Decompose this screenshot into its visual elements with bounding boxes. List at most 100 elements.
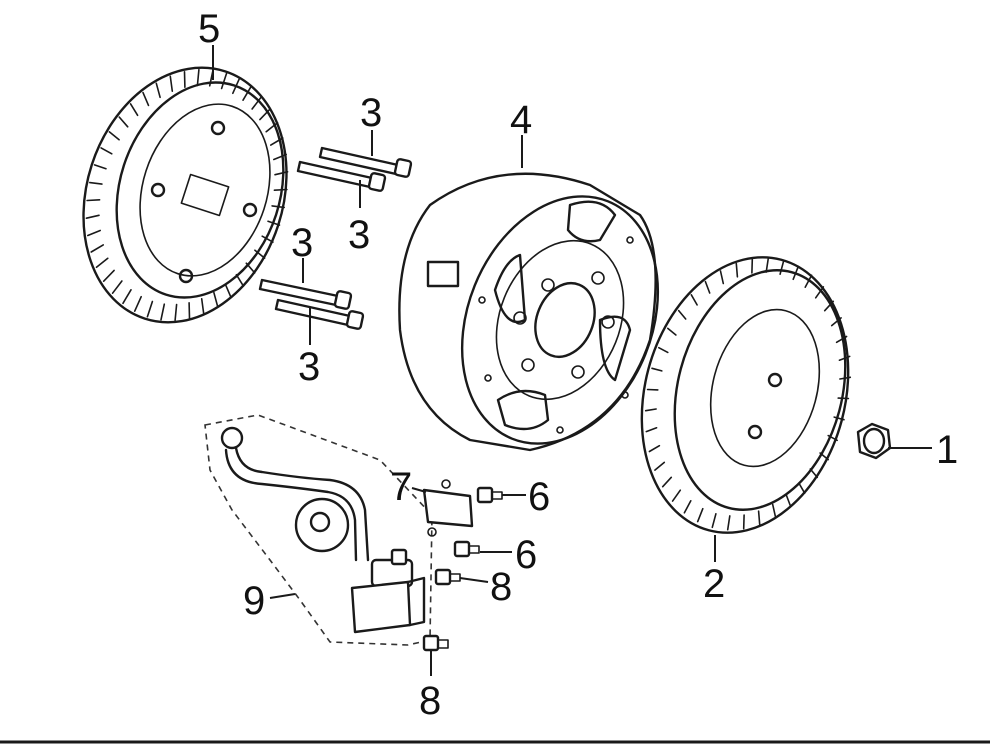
part-4-flywheel-housing <box>398 172 660 452</box>
fin-stroke <box>644 408 657 412</box>
fin-stroke <box>89 181 103 185</box>
fin-stroke <box>274 171 289 176</box>
fin-stroke <box>835 335 848 344</box>
fin-stroke <box>830 317 842 327</box>
fin-stroke <box>100 147 113 155</box>
fin-stroke <box>666 327 677 336</box>
fin-stroke <box>271 205 286 209</box>
fin-stroke <box>704 280 711 294</box>
fin-stroke <box>657 346 669 354</box>
fin-stroke <box>819 452 830 461</box>
fin-stroke <box>648 444 661 453</box>
part-6-screws <box>453 486 503 558</box>
callout-8-lower: 8 <box>419 679 441 723</box>
callout-6-bottom: 6 <box>515 533 537 577</box>
fin-stroke <box>213 291 219 308</box>
fin-stroke <box>200 297 205 315</box>
fin-stroke <box>771 503 777 518</box>
fin-stroke <box>683 499 692 514</box>
fin-stroke <box>273 188 288 191</box>
fin-stroke <box>671 489 682 502</box>
fin-stroke <box>93 164 107 170</box>
part-9-ignition-coil-group <box>204 414 433 646</box>
fin-stroke <box>133 295 142 313</box>
fin-stroke <box>259 108 272 121</box>
fin-stroke <box>804 274 813 289</box>
fin-stroke <box>142 91 150 107</box>
callout-2: 2 <box>703 562 725 606</box>
fin-stroke <box>224 283 232 299</box>
part-2-cooling-fan <box>640 256 852 534</box>
callout-3-lower-mid: 3 <box>291 221 313 265</box>
fin-stroke <box>155 82 161 99</box>
fin-stroke <box>95 257 109 269</box>
fin-stroke <box>272 153 288 161</box>
fin-stroke <box>90 244 104 253</box>
fin-stroke <box>719 270 725 285</box>
fin-stroke <box>261 235 274 243</box>
fin-stroke <box>814 286 825 299</box>
fin-stroke <box>108 131 120 141</box>
fin-stroke <box>690 293 698 306</box>
callout-5: 5 <box>198 7 220 51</box>
fin-stroke <box>122 288 132 305</box>
fin-stroke <box>129 103 139 117</box>
fin-stroke <box>696 507 704 523</box>
fin-stroke <box>265 121 279 133</box>
fin-stroke <box>645 426 658 433</box>
fin-stroke <box>169 75 174 92</box>
callout-6-top: 6 <box>528 475 550 519</box>
fin-stroke <box>86 199 101 202</box>
part-3-bolts <box>258 146 413 330</box>
fin-stroke <box>798 482 806 495</box>
fin-stroke <box>87 229 101 237</box>
fin-stroke <box>827 434 839 442</box>
fin-stroke <box>111 280 123 295</box>
callout-7: 7 <box>390 465 412 509</box>
part-5-finned-rotor <box>82 66 289 324</box>
fin-stroke <box>839 376 852 380</box>
fin-stroke <box>757 510 761 526</box>
part-7-pickup-sensor <box>422 479 474 537</box>
fin-stroke <box>102 269 115 283</box>
leader-lines <box>212 45 932 676</box>
fin-stroke <box>251 96 263 110</box>
fin-stroke <box>220 72 228 90</box>
fin-stroke <box>765 257 770 273</box>
fin-stroke <box>85 214 100 219</box>
fin-stroke <box>651 367 663 372</box>
fin-stroke <box>245 262 256 274</box>
fin-stroke <box>174 303 178 322</box>
fin-stroke <box>654 461 666 471</box>
callout-3-bottom: 3 <box>298 345 320 389</box>
part-8-bolts <box>422 568 461 652</box>
fin-stroke <box>779 259 785 276</box>
callout-1: 1 <box>936 428 958 472</box>
fin-stroke <box>833 416 845 421</box>
fin-stroke <box>196 68 200 87</box>
fin-stroke <box>677 309 687 320</box>
callout-9: 9 <box>243 579 265 623</box>
callout-3-upper-mid: 3 <box>348 213 370 257</box>
callout-8-upper: 8 <box>490 565 512 609</box>
fin-stroke <box>838 355 851 362</box>
fin-stroke <box>792 265 800 281</box>
fin-stroke <box>146 300 154 318</box>
fin-stroke <box>661 476 673 488</box>
fin-stroke <box>269 137 284 146</box>
fin-stroke <box>823 300 835 312</box>
fin-stroke <box>711 512 717 529</box>
fin-stroke <box>254 249 266 259</box>
callout-4: 4 <box>510 98 532 142</box>
fin-stroke <box>267 220 281 226</box>
fin-stroke <box>785 494 792 508</box>
fin-stroke <box>735 262 739 278</box>
fin-stroke <box>242 85 252 101</box>
callout-labels: 5 3 3 3 3 4 1 2 7 6 6 8 8 9 <box>198 7 958 723</box>
fin-stroke <box>726 515 731 531</box>
callout-3-top: 3 <box>360 91 382 135</box>
fin-stroke <box>160 303 166 321</box>
part-1-nut <box>856 422 892 460</box>
